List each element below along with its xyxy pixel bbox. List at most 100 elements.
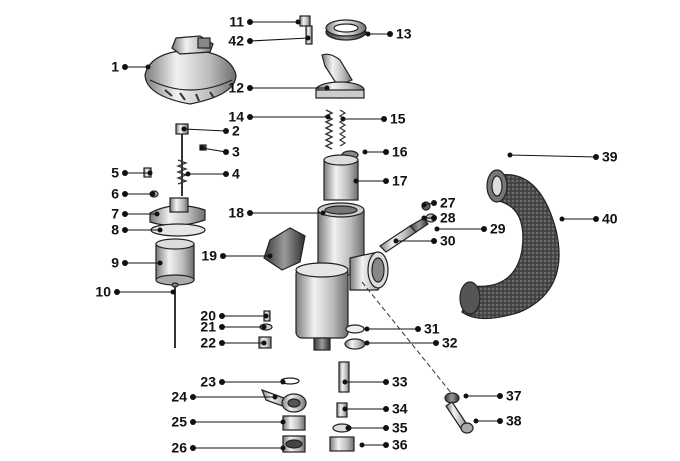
callout-9: 9: [111, 255, 163, 271]
target-dot-24: [272, 394, 278, 400]
leader-dot-1: [122, 64, 128, 70]
callout-6: 6: [111, 186, 156, 202]
leader-dot-21: [219, 324, 225, 330]
callout-36: 36: [359, 437, 408, 453]
callout-33: 33: [342, 374, 408, 390]
part-number: 42: [228, 33, 244, 49]
leader-dot-4: [223, 171, 229, 177]
target-dot-7: [154, 211, 160, 217]
part-number: 4: [232, 166, 240, 182]
part-number: 27: [440, 195, 456, 211]
target-dot-34: [342, 406, 348, 412]
target-dot-12: [324, 85, 330, 91]
leader-dot-23: [219, 379, 225, 385]
part-number: 35: [392, 420, 408, 436]
leader-dot-25: [190, 419, 196, 425]
target-dot-9: [157, 260, 163, 266]
callout-42: 42: [228, 33, 311, 49]
tickler-screw: [444, 392, 474, 434]
callout-29: 29: [434, 221, 506, 237]
throttle-slide: [155, 238, 195, 286]
target-dot-29: [434, 226, 440, 232]
part-number: 28: [440, 210, 456, 226]
leader-dot-24: [190, 394, 196, 400]
leader-dot-14: [247, 114, 253, 120]
callout-20: 20: [200, 308, 269, 324]
part-number: 15: [390, 111, 406, 127]
target-dot-2: [181, 126, 187, 132]
part-number: 14: [228, 109, 244, 125]
leader-dot-33: [383, 379, 389, 385]
part-number: 20: [200, 308, 216, 324]
target-dot-40: [559, 216, 565, 222]
target-dot-10: [170, 289, 176, 295]
leader-dot-34: [383, 406, 389, 412]
leader-line-3: [201, 147, 227, 153]
target-dot-30: [393, 238, 399, 244]
callout-24: 24: [171, 389, 278, 405]
part-number: 30: [440, 233, 456, 249]
part-number: 7: [111, 206, 119, 222]
jet-needle: [171, 282, 179, 348]
target-dot-38: [473, 418, 479, 424]
callout-7: 7: [111, 206, 160, 222]
callout-38: 38: [473, 413, 522, 429]
leader-dot-7: [122, 211, 128, 217]
callout-16: 16: [362, 144, 408, 160]
leader-dot-5: [122, 170, 128, 176]
target-dot-31: [364, 326, 370, 332]
part-number: 38: [506, 413, 522, 429]
target-dot-8: [157, 227, 163, 233]
leader-dot-26: [190, 445, 196, 451]
target-dot-36: [359, 442, 365, 448]
target-dot-13: [365, 31, 371, 37]
part-number: 32: [442, 335, 458, 351]
leader-dot-27: [431, 200, 437, 206]
callout-18: 18: [228, 205, 326, 221]
part-number: 29: [490, 221, 506, 237]
target-dot-14: [325, 114, 331, 120]
part-number: 24: [171, 389, 187, 405]
callout-22: 22: [200, 335, 267, 351]
target-dot-6: [150, 191, 156, 197]
callout-21: 21: [200, 319, 267, 335]
banjo-fitting: [260, 377, 307, 453]
callout-1: 1: [111, 59, 151, 75]
target-dot-3: [199, 145, 205, 151]
leader-dot-13: [387, 31, 393, 37]
needle-assembly: [143, 123, 207, 198]
mixing-chamber-cap: [315, 53, 365, 99]
leader-line-39: [509, 154, 597, 158]
callout-14: 14: [228, 109, 331, 125]
part-number: 37: [506, 388, 522, 404]
callout-31: 31: [364, 321, 440, 337]
target-dot-1: [145, 64, 151, 70]
callout-3: 3: [199, 144, 240, 160]
target-dot-28: [421, 215, 427, 221]
target-dot-33: [342, 379, 348, 385]
main-jet-parts: [329, 324, 366, 452]
target-dot-11: [295, 19, 301, 25]
piston-slide: [323, 150, 359, 201]
leader-dot-3: [223, 149, 229, 155]
callout-30: 30: [393, 233, 456, 249]
callout-37: 37: [463, 388, 522, 404]
idle-screw: [379, 201, 437, 253]
leader-dot-28: [431, 215, 437, 221]
top-cover: [149, 197, 206, 237]
leader-dot-6: [122, 191, 128, 197]
callout-12: 12: [228, 80, 330, 96]
leader-dot-32: [433, 340, 439, 346]
callout-4: 4: [185, 166, 240, 182]
part-number: 6: [111, 186, 119, 202]
target-dot-39: [507, 152, 513, 158]
callout-40: 40: [559, 211, 618, 227]
leader-line-42: [249, 37, 309, 42]
target-dot-25: [280, 419, 286, 425]
leader-dot-39: [593, 154, 599, 160]
callout-34: 34: [342, 401, 408, 417]
leader-dot-9: [122, 260, 128, 266]
part-number: 3: [232, 144, 240, 160]
part-number: 21: [200, 319, 216, 335]
